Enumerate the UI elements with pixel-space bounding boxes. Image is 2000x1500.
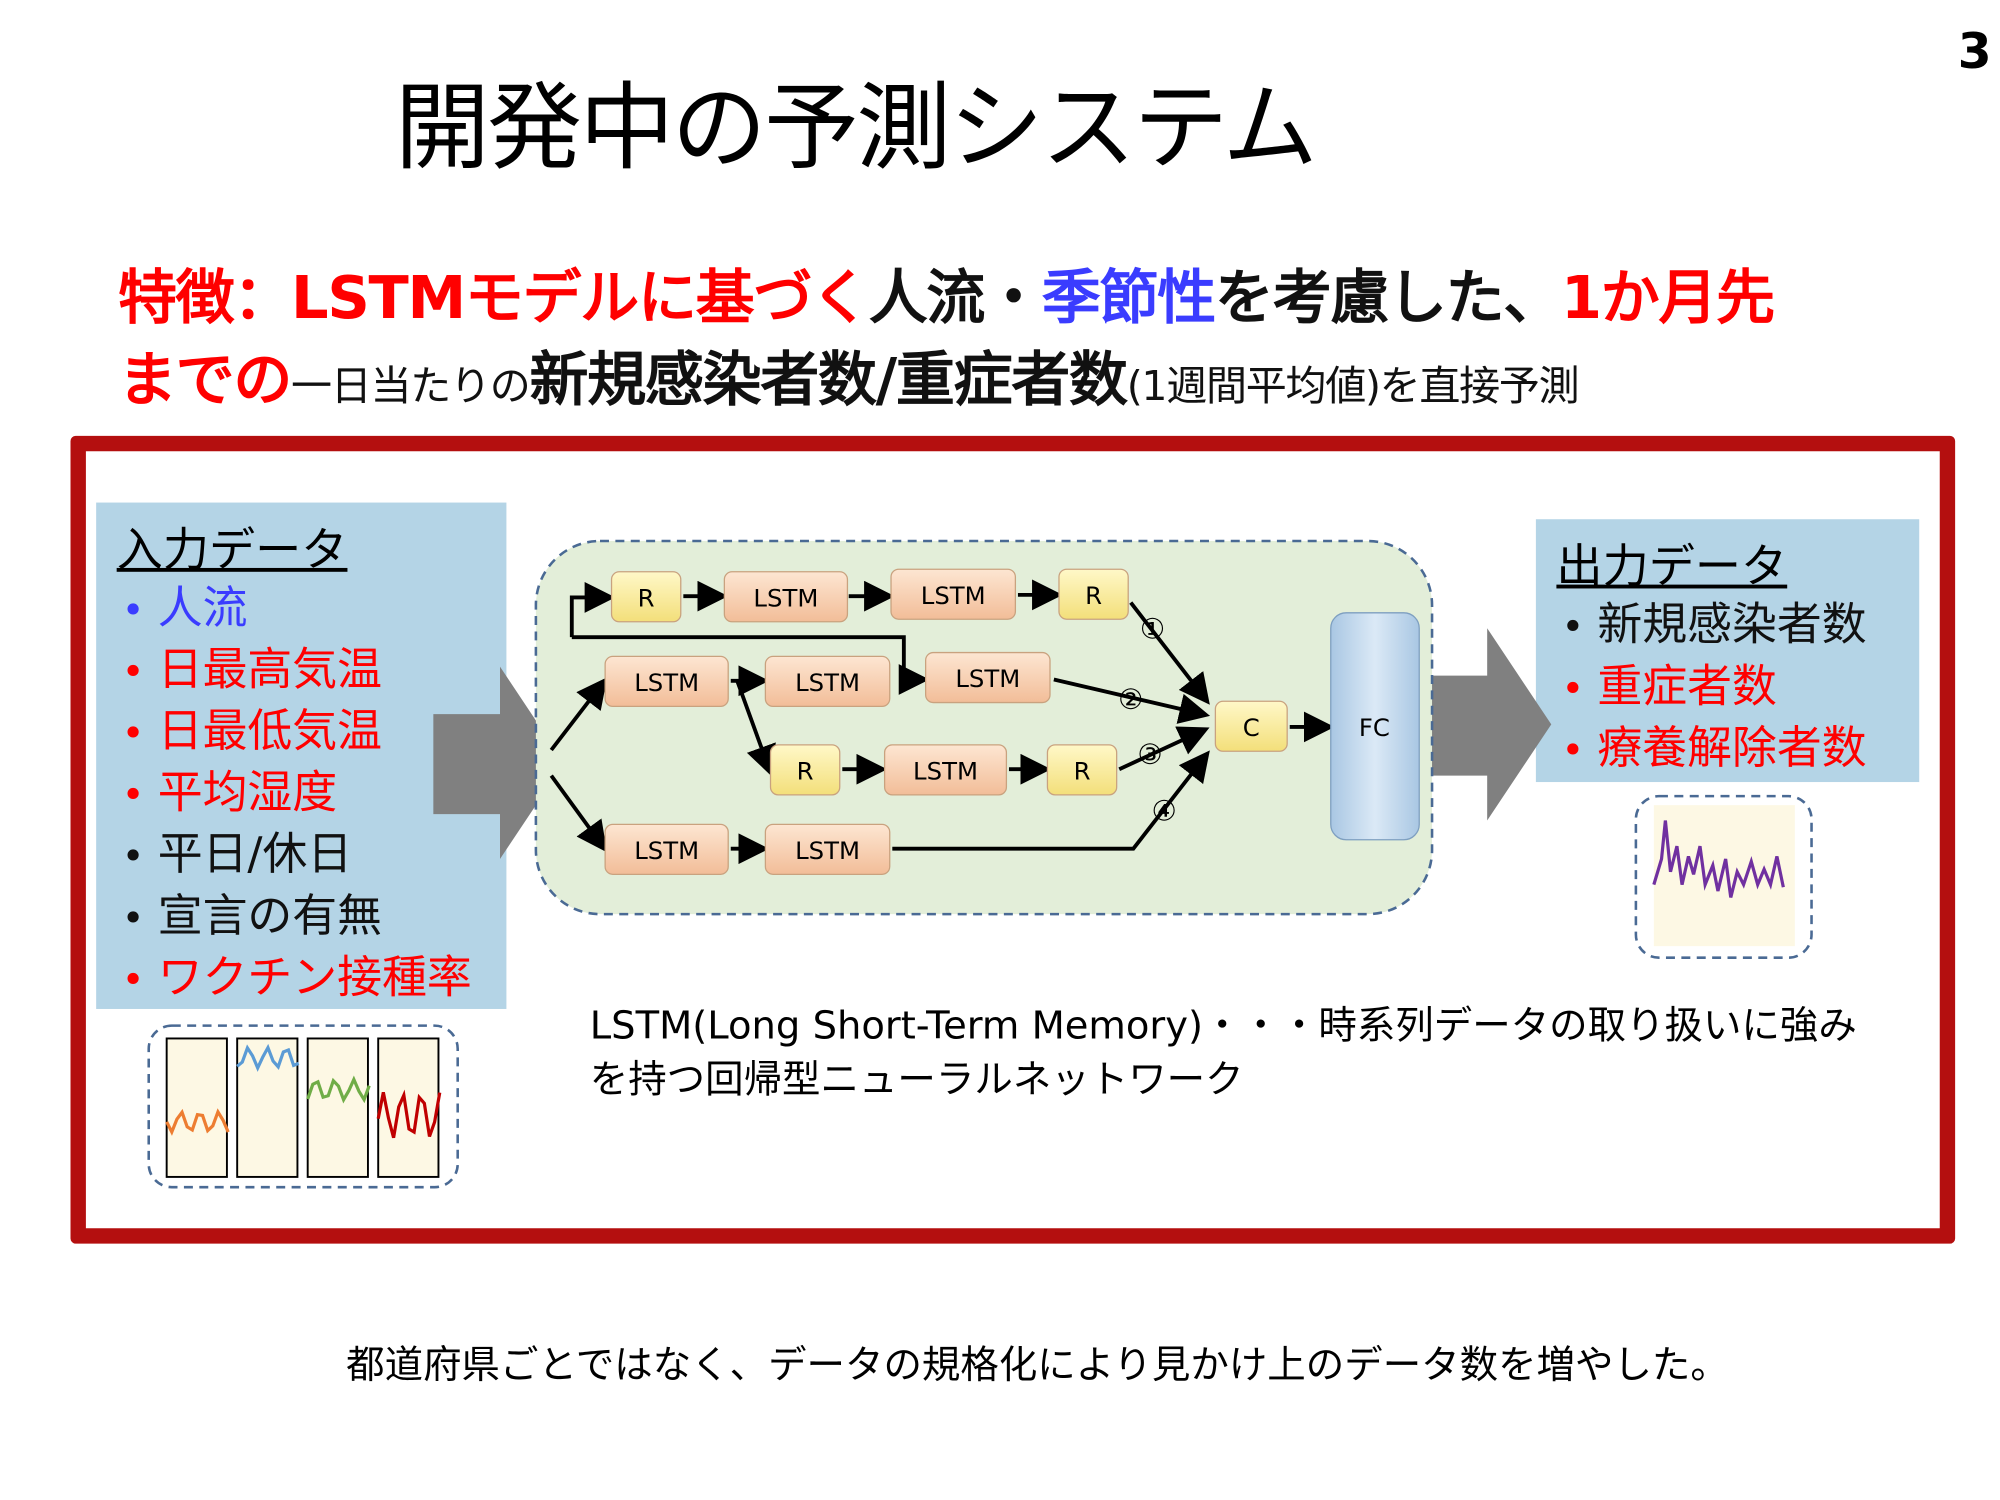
item-label: 日最高気温: [157, 644, 383, 697]
item-label: 宣言の有無: [157, 891, 383, 943]
description-line: を持つ回帰型ニューラルネットワーク: [589, 1057, 1244, 1103]
block-label: LSTM: [753, 583, 818, 612]
lstm-description: LSTM(Long Short-Term Memory)・・・時系列データの取り…: [590, 1000, 1857, 1108]
output-arrow: [1419, 628, 1552, 821]
fc-block: FC: [1330, 612, 1420, 841]
input-item: • 宣言の有無: [122, 887, 507, 949]
block-label: LSTM: [634, 836, 699, 865]
item-label: 重症者数: [1597, 661, 1777, 713]
block-label: R: [1074, 756, 1091, 785]
bullet-icon: •: [121, 773, 145, 818]
input-item: • 日最高気温: [122, 641, 507, 703]
input-series-chart: [236, 1037, 300, 1178]
path-number-label: ④: [1151, 795, 1176, 828]
block-label: LSTM: [795, 836, 860, 865]
feature-text: 人流・: [868, 262, 1043, 333]
block-label: R: [797, 756, 814, 785]
r-block: R: [1046, 744, 1118, 796]
bullet-icon: •: [121, 896, 145, 942]
input-item: • ワクチン接種率: [122, 949, 507, 1011]
block-label: LSTM: [795, 668, 860, 697]
output-item: • 重症者数: [1562, 658, 1920, 720]
feature-red: 1か月先: [1561, 262, 1775, 333]
output-data-panel: 出力データ • 新規感染者数 • 重症者数 • 療養解除者数: [1535, 519, 1920, 783]
bullet-icon: •: [121, 834, 145, 880]
input-arrow: [433, 666, 565, 859]
input-item: • 日最低気温: [122, 703, 507, 765]
input-charts: [147, 1024, 459, 1189]
item-label: 平均湿度: [157, 767, 338, 820]
item-label: 平日/休日: [157, 829, 353, 881]
block-label: LSTM: [634, 668, 699, 697]
path-number-label: ②: [1118, 683, 1143, 716]
block-label: LSTM: [955, 664, 1020, 693]
feature-text: (1週間平均値)を直接予測: [1126, 361, 1580, 411]
lstm-block: LSTM: [924, 651, 1051, 704]
feature-text: 新規感染者数/重症者数: [529, 344, 1128, 415]
block-label: R: [638, 583, 655, 612]
input-item: • 平均湿度: [122, 764, 507, 826]
lstm-block: LSTM: [604, 823, 729, 875]
lstm-block: LSTM: [883, 744, 1008, 796]
output-item: • 新規感染者数: [1562, 596, 1920, 658]
item-label: ワクチン接種率: [157, 952, 472, 1004]
description-line: LSTM(Long Short-Term Memory)・・・時系列データの取り…: [589, 1003, 1857, 1049]
block-label: R: [1085, 581, 1102, 610]
block-label: FC: [1359, 713, 1390, 742]
lstm-block: LSTM: [604, 655, 729, 708]
input-series-chart: [306, 1037, 371, 1178]
network-region: [534, 539, 1434, 916]
system-frame: [70, 435, 1956, 1244]
item-label: 日最低気温: [157, 706, 383, 758]
block-label: LSTM: [913, 756, 978, 785]
bullet-icon: •: [121, 957, 145, 1003]
r-block: R: [769, 744, 841, 796]
bullet-icon: •: [1561, 728, 1585, 774]
output-title: 出力データ: [1556, 541, 1788, 594]
c-block: C: [1214, 700, 1288, 752]
input-series-chart: [165, 1037, 230, 1178]
lstm-block: LSTM: [764, 823, 891, 875]
feature-red: までの: [117, 344, 292, 415]
input-item: • 平日/休日: [122, 826, 507, 888]
path-number-label: ③: [1137, 738, 1162, 771]
output-chart: [1634, 794, 1813, 959]
item-label: 療養解除者数: [1597, 723, 1867, 775]
item-label: 人流: [157, 583, 248, 635]
feature-red: 特徴：LSTMモデルに基づく: [117, 262, 870, 333]
feature-text: 一日当たりの: [291, 361, 531, 411]
lstm-block: LSTM: [764, 655, 891, 708]
page-title: 開発中の予測システム: [394, 73, 1318, 184]
output-item: • 療養解除者数: [1562, 719, 1920, 781]
lstm-block: LSTM: [890, 568, 1017, 620]
input-item: • 人流: [122, 579, 507, 641]
bullet-icon: •: [1561, 666, 1585, 712]
path-number-label: ①: [1140, 612, 1165, 645]
bullet-icon: •: [121, 711, 145, 757]
r-block: R: [1058, 568, 1129, 620]
lstm-block: LSTM: [723, 571, 849, 623]
item-label: 新規感染者数: [1597, 599, 1867, 652]
block-label: LSTM: [921, 581, 986, 610]
input-title: 入力データ: [116, 524, 348, 577]
block-label: C: [1243, 713, 1260, 742]
r-block: R: [610, 571, 682, 623]
bullet-icon: •: [1561, 605, 1585, 650]
input-series-chart: [376, 1037, 442, 1178]
feature-text: を考慮した、: [1214, 262, 1562, 333]
page-number: 3: [1957, 23, 1992, 80]
bullet-icon: •: [121, 649, 145, 695]
bullet-icon: •: [121, 588, 145, 634]
feature-line-2: までの一日当たりの新規感染者数/重症者数(1週間平均値)を直接予測: [117, 333, 1580, 418]
feature-line-1: 特徴：LSTMモデルに基づく人流・季節性を考慮した、1か月先: [117, 251, 1775, 336]
bottom-note: 都道府県ごとではなく、データの規格化により見かけ上のデータ数を増やした。: [346, 1343, 1729, 1389]
feature-blue: 季節性: [1041, 262, 1216, 333]
